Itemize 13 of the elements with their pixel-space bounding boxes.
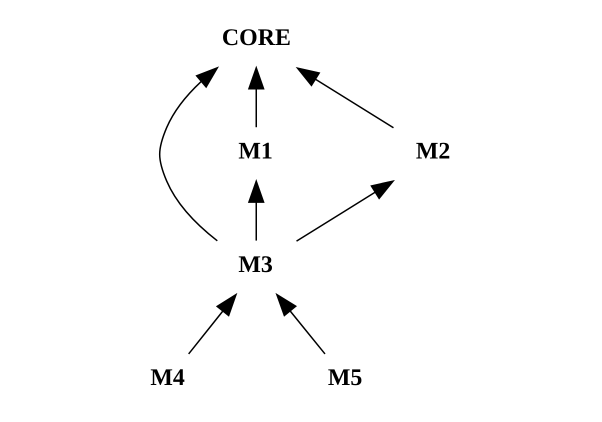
node-text: M5	[328, 365, 362, 392]
arrow	[158, 66, 220, 242]
arrow	[296, 180, 395, 242]
arrow	[248, 179, 265, 241]
node-text: M3	[238, 252, 273, 278]
arrow	[296, 66, 394, 128]
arrow	[248, 66, 265, 128]
arrow	[188, 292, 238, 354]
arrow	[275, 292, 326, 354]
node-text: M4	[150, 365, 185, 392]
node-text: M2	[416, 138, 450, 164]
node-text: CORE	[222, 25, 291, 52]
node-text: M1	[238, 138, 273, 164]
